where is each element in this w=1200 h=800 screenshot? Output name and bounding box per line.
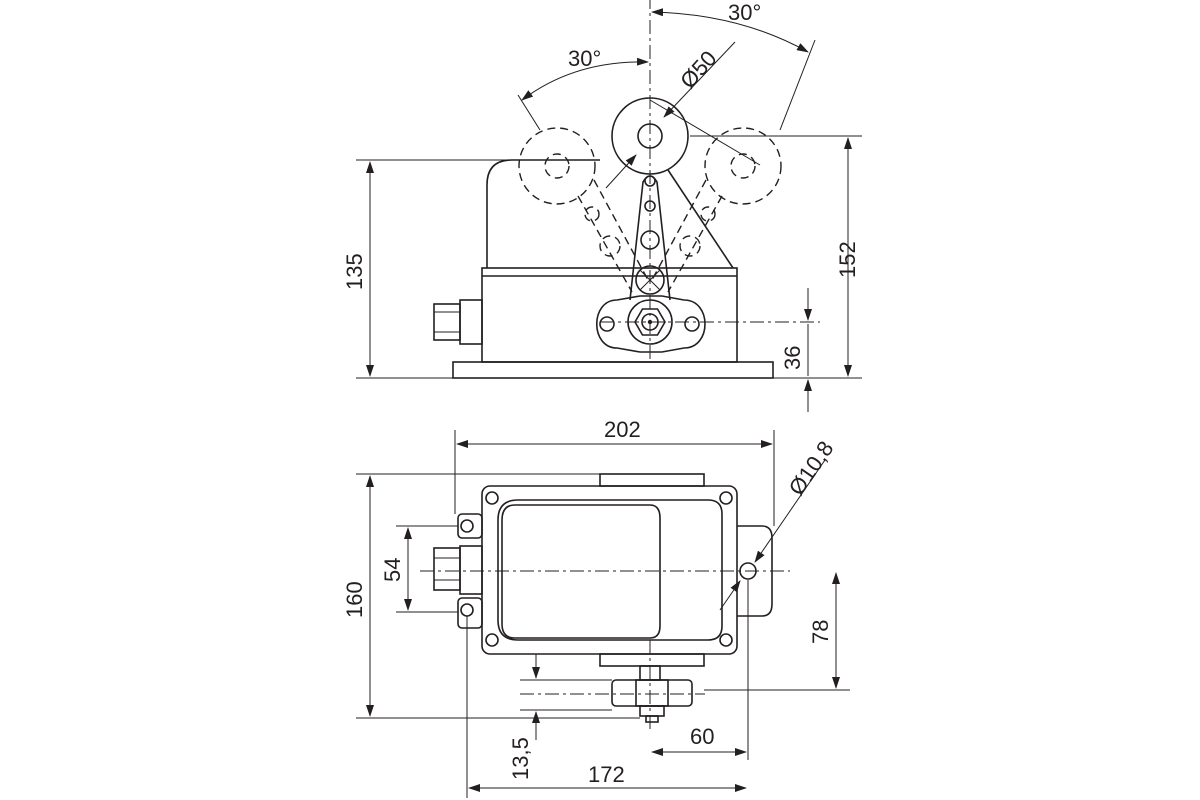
hole-spacing-172-label: 172 [588,762,625,787]
height-135-label: 135 [342,253,367,290]
inner-cover [497,499,723,641]
housing-body [481,267,738,363]
height-152-label: 152 [835,241,860,278]
shaft-height-36-label: 36 [780,346,805,370]
alt-position-right [651,127,782,293]
top-view: 202 Ø10,8 160 54 78 13,5 60 172 [342,417,850,798]
gland-54-label: 54 [380,558,405,582]
shaft-60-label: 60 [690,724,714,749]
width-160-label: 160 [342,581,367,618]
angle-left-label: 30° [568,46,601,71]
roller-diameter-label: Ø50 [675,46,721,94]
housing-cover [486,159,600,268]
mount-hole-diameter-label: Ø10,8 [784,436,839,499]
cable-gland [433,299,483,345]
housing-top [481,485,738,655]
angle-right-label: 30° [728,0,761,25]
edge-13-5-label: 13,5 [508,737,533,780]
length-202-label: 202 [604,417,641,442]
lever-flange [596,295,706,353]
side-view: 30° 30° Ø50 135 152 36 [342,0,862,412]
base-plate [452,361,774,379]
alt-position-left [518,127,649,293]
offset-78-label: 78 [808,620,833,644]
roller [611,97,689,175]
